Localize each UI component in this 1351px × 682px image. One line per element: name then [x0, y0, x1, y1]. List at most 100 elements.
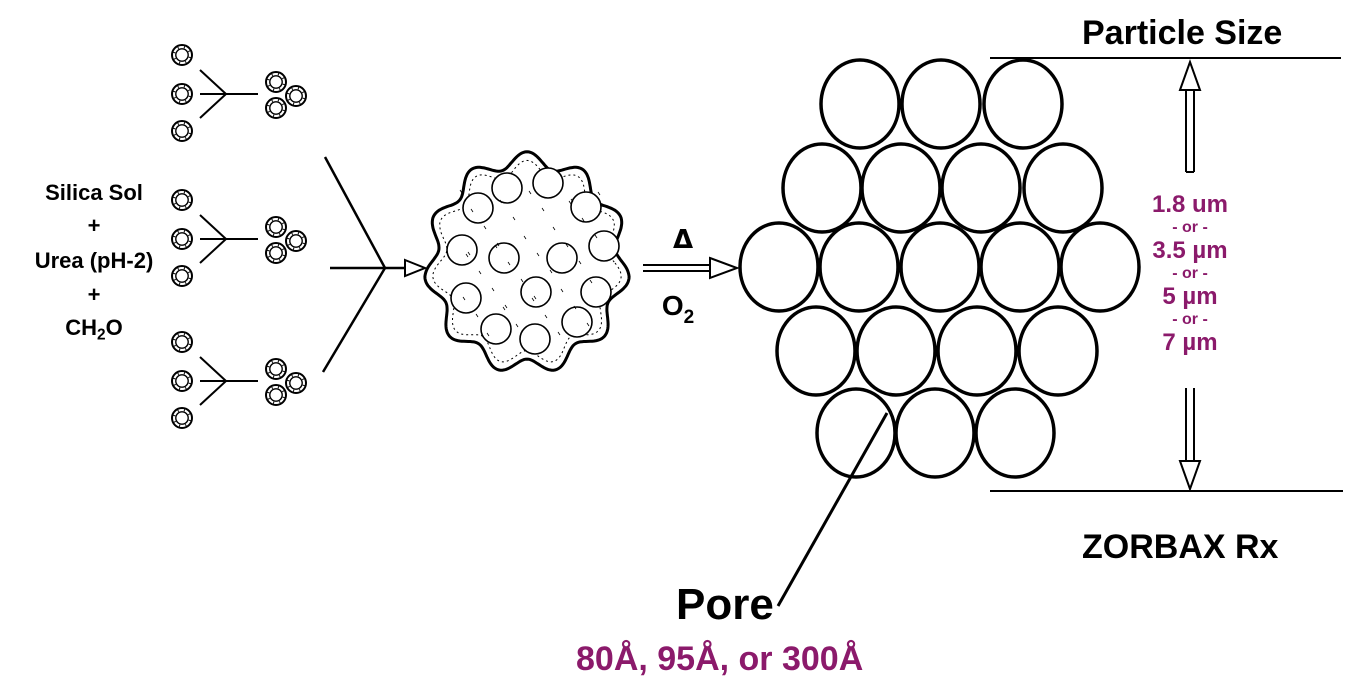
gel-texture-mark: [536, 252, 540, 257]
sol-particle: [171, 120, 193, 142]
product-name: ZORBAX Rx: [1082, 528, 1279, 566]
sol-particle: [171, 370, 193, 392]
gel-texture-mark: [467, 251, 471, 256]
gel-pore: [480, 313, 512, 345]
silica-particle: [818, 221, 900, 313]
gel-texture-mark: [533, 295, 537, 300]
plus-sign: +: [87, 282, 101, 307]
silica-particle: [982, 58, 1064, 150]
sol-particle: [171, 228, 193, 250]
gel-texture-mark: [568, 200, 572, 205]
sol-particle: [171, 44, 193, 66]
or-separator: - or -: [1172, 219, 1208, 236]
gel-texture-mark: [483, 225, 487, 230]
sol-particle-groups: [171, 44, 307, 429]
pore-label: Pore: [676, 580, 774, 629]
gel-texture-mark: [512, 216, 516, 221]
gel-texture-mark: [586, 322, 590, 327]
gel-texture-mark: [462, 296, 466, 301]
gel-texture-mark: [523, 235, 527, 240]
sol-group: [171, 331, 307, 429]
gel-pore: [546, 242, 578, 274]
gel-texture-mark: [520, 278, 524, 283]
gel-pore: [519, 323, 551, 355]
gel-pore: [588, 230, 620, 262]
gel-texture-mark: [578, 260, 582, 265]
pore-sizes: 80Å, 95Å, or 300Å: [576, 640, 864, 678]
size-dimension-arrow: [1178, 59, 1202, 492]
gel-pore: [450, 282, 482, 314]
oxygen-condition: O2: [662, 290, 694, 328]
gel-texture-mark: [478, 270, 482, 275]
gel-texture-mark: [528, 190, 532, 195]
silica-particle: [855, 305, 937, 397]
silica-particle: [1017, 305, 1099, 397]
sol-particle: [171, 407, 193, 429]
gel-texture-mark: [565, 243, 569, 248]
silica-particle: [899, 221, 981, 313]
merge-lines: [321, 156, 387, 373]
sol-group: [171, 189, 307, 287]
gel-pore: [488, 242, 520, 274]
gel-texture-mark: [531, 297, 535, 302]
gel-texture-mark: [541, 207, 545, 212]
size-option: 1.8 um: [1151, 191, 1229, 218]
gel-texture-mark: [594, 234, 598, 239]
or-separator: - or -: [1172, 311, 1208, 328]
sol-particle: [285, 85, 307, 107]
gel-pore: [570, 191, 602, 223]
particle-size-options: 1.8 um - or - 3.5 µm - or - 5 µm - or - …: [1135, 192, 1245, 356]
silica-particle: [936, 305, 1018, 397]
gel-texture-mark: [560, 288, 564, 293]
silica-particle: [738, 221, 820, 313]
sol-particle: [265, 71, 287, 93]
gel-aggregate: [423, 150, 631, 372]
sol-particle: [171, 189, 193, 211]
packed-particle-cluster: [738, 58, 1141, 479]
sol-particle: [171, 331, 193, 353]
silica-particle: [819, 58, 901, 150]
silica-particle: [781, 142, 863, 234]
or-separator: - or -: [1172, 265, 1208, 282]
gel-texture-mark: [499, 199, 503, 204]
gel-pore: [491, 172, 523, 204]
silica-particle: [900, 58, 982, 150]
size-option: 3.5 µm: [1152, 237, 1228, 264]
gel-texture-mark: [502, 306, 506, 311]
gel-texture-mark: [549, 269, 553, 274]
gel-texture-mark: [494, 244, 498, 249]
gel-texture-mark: [475, 313, 479, 318]
gel-texture-mark: [504, 304, 508, 309]
sol-particle: [285, 230, 307, 252]
sol-particle: [285, 372, 307, 394]
gel-pore: [561, 306, 593, 338]
gel-texture-mark: [496, 242, 500, 247]
gel-texture-mark: [573, 305, 577, 310]
sol-particle: [265, 358, 287, 380]
gel-texture-mark: [491, 287, 495, 292]
reactant-silica-sol: Silica Sol: [45, 180, 143, 205]
sol-particle: [265, 242, 287, 264]
gel-texture-mark: [459, 189, 463, 194]
gel-texture-mark: [552, 226, 556, 231]
gel-texture-mark: [470, 208, 474, 213]
gel-texture-mark: [515, 323, 519, 328]
gel-texture-mark: [465, 253, 469, 258]
sol-particle: [171, 83, 193, 105]
pore-pointer-line: [776, 412, 889, 607]
gel-pore: [532, 167, 564, 199]
silica-particle: [940, 142, 1022, 234]
silica-particle: [979, 221, 1061, 313]
heat-symbol: Δ: [673, 225, 693, 255]
sol-particle: [265, 216, 287, 238]
gel-pore: [580, 276, 612, 308]
gel-pore: [520, 276, 552, 308]
gel-texture-mark: [597, 191, 601, 196]
reactant-urea: Urea (pH-2): [34, 248, 154, 273]
silica-particle: [894, 387, 976, 479]
sol-group: [171, 44, 307, 142]
silica-particle: [860, 142, 942, 234]
arrow-to-gel: [385, 258, 428, 278]
plus-sign: +: [87, 213, 101, 238]
